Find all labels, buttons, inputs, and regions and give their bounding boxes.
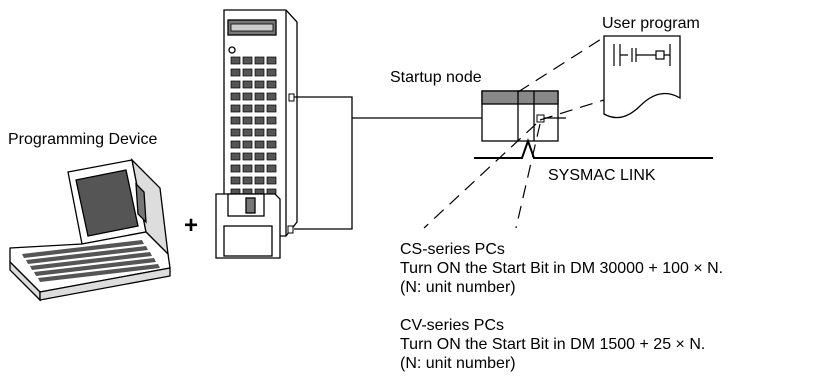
sysmac-link-label: SYSMAC LINK xyxy=(548,167,656,184)
programming-device-label: Programming Device xyxy=(8,131,158,148)
cs-series-line2: (N: unit number) xyxy=(400,279,516,296)
cv-series-title: CV-series PCs xyxy=(400,317,505,334)
sysmac-link-bus xyxy=(474,137,713,159)
pc-unit-icon xyxy=(481,90,566,142)
floppy-disk-icon xyxy=(215,193,294,259)
cs-series-line1: Turn ON the Start Bit in DM 30000 + 100 … xyxy=(400,260,724,277)
plus-sign: + xyxy=(184,212,198,239)
laptop-computer-icon xyxy=(9,158,171,302)
cv-series-line2: (N: unit number) xyxy=(400,355,516,372)
connection-cables xyxy=(294,96,482,230)
dashed-pointer-lines xyxy=(423,35,607,229)
ladder-diagram-icon xyxy=(613,44,671,66)
user-program-sheet-icon xyxy=(603,35,681,119)
cv-series-line1: Turn ON the Start Bit in DM 1500 + 25 × … xyxy=(400,336,706,353)
handheld-programming-console-icon xyxy=(223,9,298,237)
user-program-label: User program xyxy=(602,15,700,32)
startup-node-label: Startup node xyxy=(390,69,482,86)
cs-series-title: CS-series PCs xyxy=(400,241,505,258)
